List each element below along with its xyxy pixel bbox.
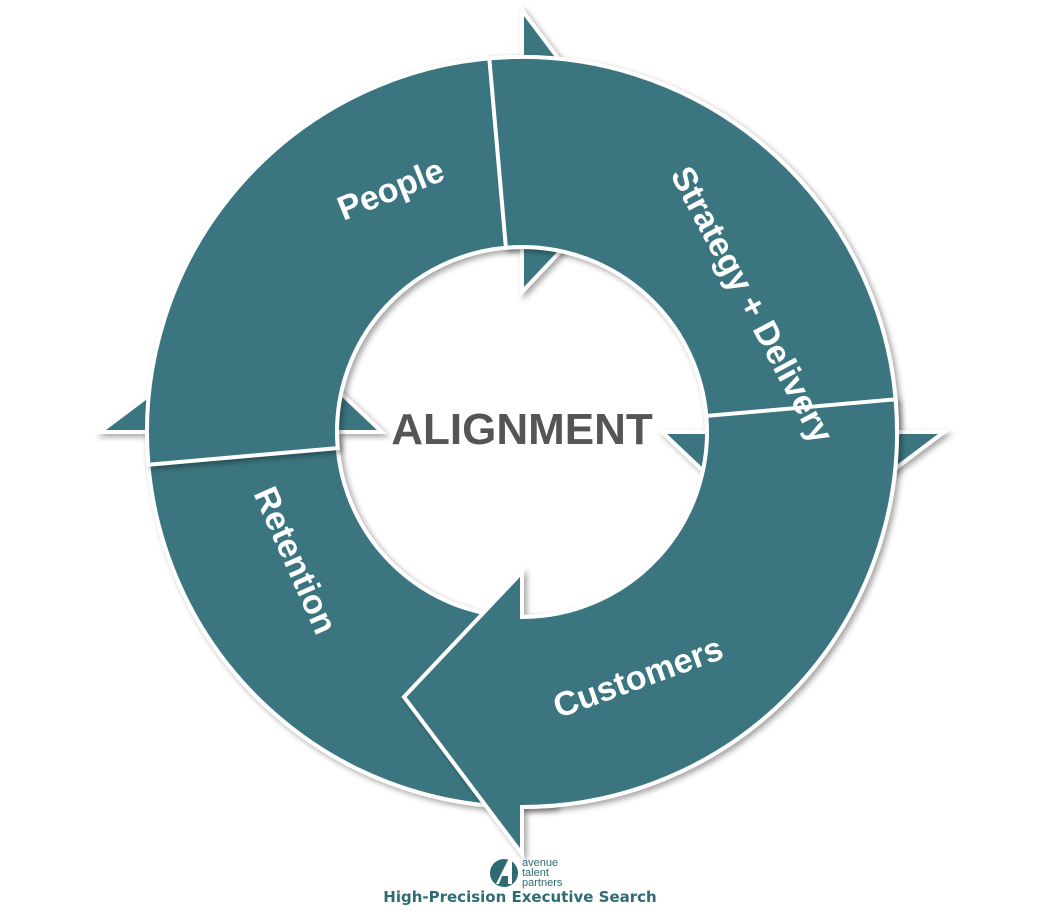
center-label: ALIGNMENT	[391, 405, 653, 454]
company-logo: avenue talent partners	[490, 857, 563, 889]
logo-text-line-2: talent	[522, 867, 549, 879]
arrow-customers	[401, 397, 900, 860]
logo-text-line-3: partners	[522, 877, 563, 889]
tagline: High-Precision Executive Search	[383, 888, 657, 906]
logo-text-line-1: avenue	[522, 857, 558, 869]
